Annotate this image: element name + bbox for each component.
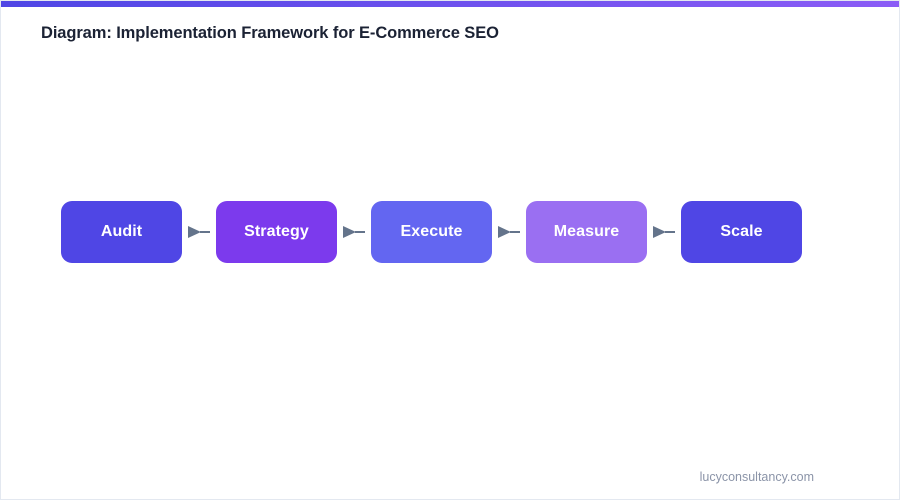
- arrow-right-icon: [492, 201, 526, 263]
- arrow-right-icon: [647, 201, 681, 263]
- flow-node-strategy[interactable]: Strategy: [216, 201, 337, 263]
- flow-node-label: Audit: [100, 223, 143, 240]
- flow-node-execute[interactable]: Execute: [371, 201, 492, 263]
- flow-node-scale[interactable]: Scale: [681, 201, 802, 263]
- page-title: Diagram: Implementation Framework for E-…: [41, 24, 499, 42]
- flow-node-label: Scale: [720, 223, 763, 240]
- flow-node-label: Measure: [553, 223, 620, 240]
- flow-node-label: Strategy: [244, 223, 309, 240]
- arrow-right-icon: [182, 201, 216, 263]
- flow-diagram: Audit Strategy Execute: [61, 201, 802, 263]
- footer-site-url: lucyconsultancy.com: [699, 470, 814, 484]
- flow-node-audit[interactable]: Audit: [61, 201, 182, 263]
- top-accent-bar: [1, 1, 899, 7]
- flow-node-label: Execute: [400, 223, 463, 240]
- flow-node-measure[interactable]: Measure: [526, 201, 647, 263]
- arrow-right-icon: [337, 201, 371, 263]
